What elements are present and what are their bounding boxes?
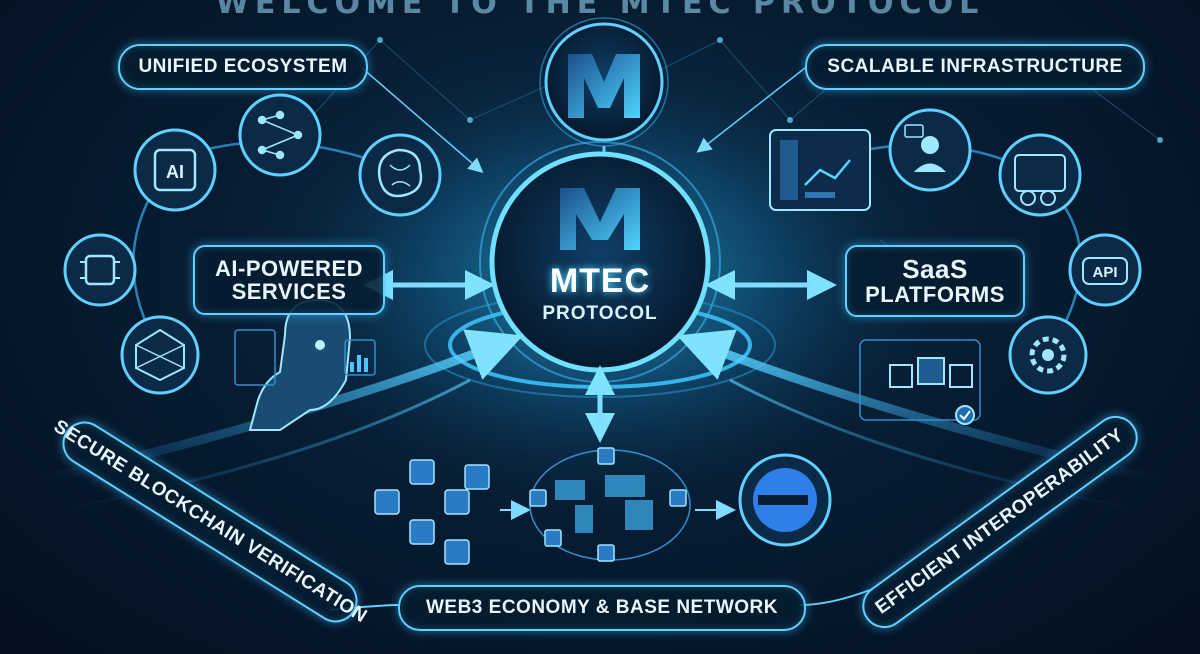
neural-network-icon xyxy=(238,93,322,177)
settings-window-icon xyxy=(998,133,1082,217)
ai-dashboard-panel xyxy=(234,329,376,386)
label-ai-powered-services: AI-POWERED SERVICES xyxy=(193,245,385,315)
brain-icon xyxy=(358,133,442,217)
connector-unified xyxy=(361,67,484,173)
svg-text:API: API xyxy=(1092,264,1117,281)
center-core xyxy=(424,141,776,398)
svg-text:AI: AI xyxy=(166,162,184,182)
top-title: WELCOME TO THE MTEC PROTOCOL xyxy=(215,0,985,21)
label-saas-platforms: SaaS PLATFORMS xyxy=(845,245,1025,317)
label-web3-economy: WEB3 ECONOMY & BASE NETWORK xyxy=(398,585,806,631)
label-saas-line2: PLATFORMS xyxy=(865,282,1005,308)
bottom-line-right xyxy=(799,589,871,606)
top-logo xyxy=(539,17,669,147)
world-map-icon xyxy=(529,447,691,562)
label-ai-line1: AI-POWERED xyxy=(215,255,363,281)
mesh-network-icon xyxy=(120,315,200,395)
center-title-line2: PROTOCOL xyxy=(542,303,658,324)
label-unified-ecosystem: UNIFIED ECOSYSTEM xyxy=(118,44,368,90)
connector-scalable xyxy=(696,67,806,153)
ai-chip-icon: AI xyxy=(133,128,217,212)
processor-icon xyxy=(63,233,137,307)
label-scalable-infrastructure: SCALABLE INFRASTRUCTURE xyxy=(805,44,1145,90)
gear-icon xyxy=(1008,315,1088,395)
base-network-logo xyxy=(738,453,832,547)
label-saas-line1: SaaS xyxy=(902,253,968,284)
label-ai-line2: SERVICES xyxy=(231,279,347,304)
dashboard-screen-icon xyxy=(769,129,871,211)
center-title-line1: MTEC xyxy=(549,262,651,300)
user-support-icon xyxy=(888,108,972,192)
workflow-diagram-icon xyxy=(859,339,981,425)
api-icon: API xyxy=(1068,233,1142,307)
blockchain-blocks-icon xyxy=(374,459,490,565)
center-title: MTEC PROTOCOL xyxy=(500,262,700,325)
